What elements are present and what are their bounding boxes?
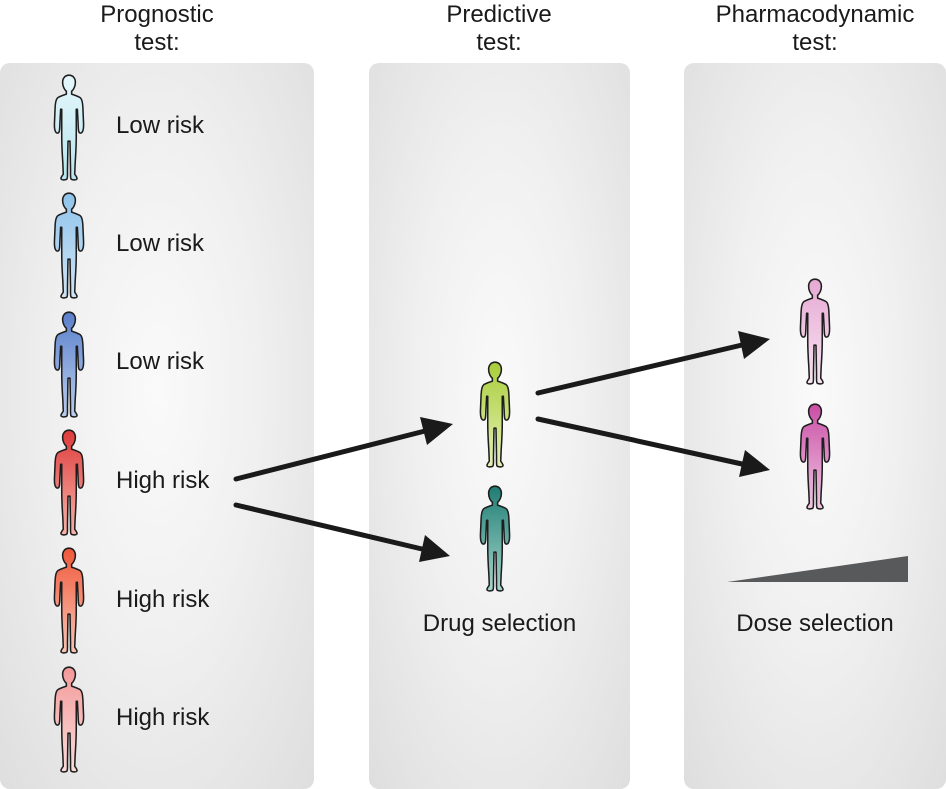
pharmacodynamic-heading: Pharmacodynamic test: <box>695 1 935 57</box>
patient-figure-icon <box>479 485 511 592</box>
prognostic-heading-line2: test: <box>134 29 180 56</box>
figure-silhouette <box>799 278 831 385</box>
arrow-drug-to-dose-b <box>535 416 770 477</box>
patient-figure-icon <box>53 666 85 773</box>
dose-selection-label: Dose selection <box>736 610 894 637</box>
predictive-heading: Predictive test: <box>399 1 599 57</box>
prognostic-heading: Prognostic test: <box>57 1 257 57</box>
patient-figure-icon <box>799 278 831 385</box>
risk-label: Low risk <box>116 112 205 139</box>
drug-selection-label: Drug selection <box>422 610 577 637</box>
patient-figure-icon <box>53 74 85 181</box>
figure-silhouette <box>53 666 85 773</box>
prognostic-heading-line1: Prognostic <box>100 1 214 28</box>
figure-silhouette <box>53 192 85 299</box>
patient-figure-icon <box>479 361 511 468</box>
risk-label: Low risk <box>116 230 205 257</box>
arrow-drug-to-dose-a <box>535 331 770 396</box>
risk-label: High risk <box>116 467 210 494</box>
figure-silhouette <box>53 311 85 418</box>
patient-figure-icon <box>53 192 85 299</box>
arrow-high-risk-to-drug-a <box>233 417 453 482</box>
pharmacodynamic-heading-line2: test: <box>792 29 838 56</box>
figure-silhouette <box>53 429 85 536</box>
risk-label: High risk <box>116 704 210 731</box>
pharmacodynamic-heading-line1: Pharmacodynamic <box>715 1 915 28</box>
figure-silhouette <box>479 485 511 592</box>
patient-figure-icon <box>799 403 831 510</box>
figure-silhouette <box>53 74 85 181</box>
predictive-heading-line2: test: <box>476 29 522 56</box>
patient-figure-icon <box>53 429 85 536</box>
prognostic-panel <box>0 63 314 789</box>
figure-silhouette <box>799 403 831 510</box>
figure-silhouette <box>53 547 85 654</box>
patient-figure-icon <box>53 547 85 654</box>
dose-wedge-icon <box>727 556 908 582</box>
arrow-high-risk-to-drug-b <box>233 502 450 562</box>
predictive-heading-line1: Predictive <box>446 1 552 28</box>
risk-label: High risk <box>116 586 210 613</box>
figure-silhouette <box>479 361 511 468</box>
patient-figure-icon <box>53 311 85 418</box>
risk-label: Low risk <box>116 348 205 375</box>
